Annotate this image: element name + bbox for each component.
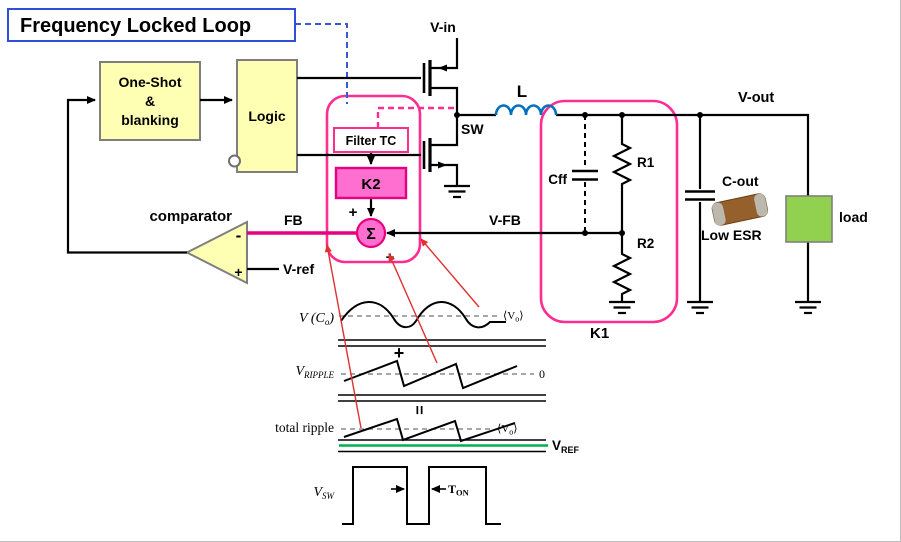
wire-pmos-drain — [431, 86, 459, 115]
k1-label: K1 — [590, 325, 609, 342]
fb-label: FB — [284, 212, 303, 228]
r1-resistor — [611, 141, 633, 187]
one-shot-line2: & — [145, 93, 155, 109]
sw-injection-dashed-line — [376, 106, 455, 128]
wire-vin-source — [431, 38, 459, 70]
load-label: load — [839, 209, 868, 225]
red-arrow-vco-to-vfb — [420, 238, 480, 308]
ground-symbol — [793, 300, 823, 315]
cff-capacitor — [572, 115, 598, 233]
comparator-plus-input: + — [234, 264, 242, 280]
filter-tc-label: Filter TC — [346, 134, 397, 148]
plus-operator: + — [394, 343, 405, 363]
sigma-junction — [355, 217, 387, 249]
fll-title: Frequency Locked Loop — [20, 15, 251, 37]
equals-operator: = — [410, 405, 427, 414]
sigma-symbol: Σ — [366, 226, 376, 243]
r2-resistor — [611, 251, 633, 297]
v-ref-label: V-ref — [283, 261, 314, 277]
fll-title-box — [7, 8, 296, 42]
pmos-transistor — [422, 60, 447, 96]
k2-block — [334, 166, 408, 200]
waveform-vsw-label: VSW — [313, 485, 335, 501]
load-block — [785, 195, 833, 243]
logic-inverter-bubble — [228, 154, 241, 168]
avg-vo-label-row1: ⟨Vo⟩ — [503, 310, 524, 324]
waveform-vripple-label: VRIPPLE — [295, 364, 334, 380]
comparator-label: comparator — [149, 208, 232, 225]
v-in-label: V-in — [430, 19, 456, 35]
wire-nmos-drain — [431, 115, 459, 147]
ground-symbol — [442, 184, 472, 199]
one-shot-block — [99, 61, 201, 141]
nmos-transistor — [422, 138, 447, 172]
k1-feedback-group-box — [539, 99, 679, 324]
nmos-arrow — [438, 161, 447, 169]
ground-symbol — [607, 300, 637, 315]
fll-dashed-blue-line — [295, 23, 348, 104]
annotation-arrows — [324, 238, 480, 429]
wire-comparator-to-oneshot — [66, 96, 187, 254]
red-arrow-vripple-to-sigma — [388, 253, 438, 364]
logic-label: Logic — [248, 108, 286, 124]
wire-nmos-source — [431, 163, 459, 186]
waveform-plots: V (Co) ⟨Vo⟩ VRIPPLE + 0 total ripple = ⟨… — [275, 301, 580, 525]
filter-tc-block — [333, 127, 409, 153]
red-arrow-totalripple-to-fb — [324, 244, 362, 429]
sw-label: SW — [461, 121, 484, 137]
wire-vout-rail — [556, 113, 810, 196]
logic-block — [236, 59, 298, 173]
one-shot-line3: blanking — [121, 112, 179, 128]
v-fb-label: V-FB — [489, 212, 521, 228]
one-shot-line1: One-Shot — [119, 74, 182, 90]
waveform-vsw — [342, 466, 501, 525]
inductor-coil — [494, 104, 558, 116]
ton-label: TON — [448, 482, 470, 498]
junction-dots — [454, 112, 703, 236]
waveform-total-ripple — [343, 417, 516, 443]
ground-symbol — [685, 300, 715, 315]
comparator-minus-input: - — [236, 226, 242, 245]
pmos-arrow — [438, 64, 447, 72]
cff-label: Cff — [548, 172, 567, 187]
waveform-vripple — [343, 359, 518, 390]
avg-vo-label-row3: ⟨Vo⟩ — [497, 423, 518, 437]
comparator-triangle — [184, 220, 248, 285]
sigma-plus-top: + — [349, 204, 358, 221]
cout-capacitor — [685, 190, 715, 201]
inductor-label: L — [517, 82, 527, 101]
zero-label: 0 — [539, 367, 545, 381]
c-out-label: C-out — [722, 173, 759, 189]
v-out-label: V-out — [738, 90, 774, 106]
vref-line-label: VREF — [552, 438, 580, 455]
waveform-total-ripple-label: total ripple — [275, 420, 334, 435]
k2-label: K2 — [361, 176, 380, 193]
ripple-injection-group-box — [325, 94, 422, 264]
r1-label: R1 — [637, 155, 655, 170]
wires — [66, 38, 810, 302]
waveform-vco — [340, 301, 506, 329]
low-esr-label: Low ESR — [701, 227, 762, 243]
smd-capacitor-image — [711, 193, 769, 226]
r2-label: R2 — [637, 236, 654, 251]
waveform-vco-label: V (Co) — [299, 311, 334, 327]
